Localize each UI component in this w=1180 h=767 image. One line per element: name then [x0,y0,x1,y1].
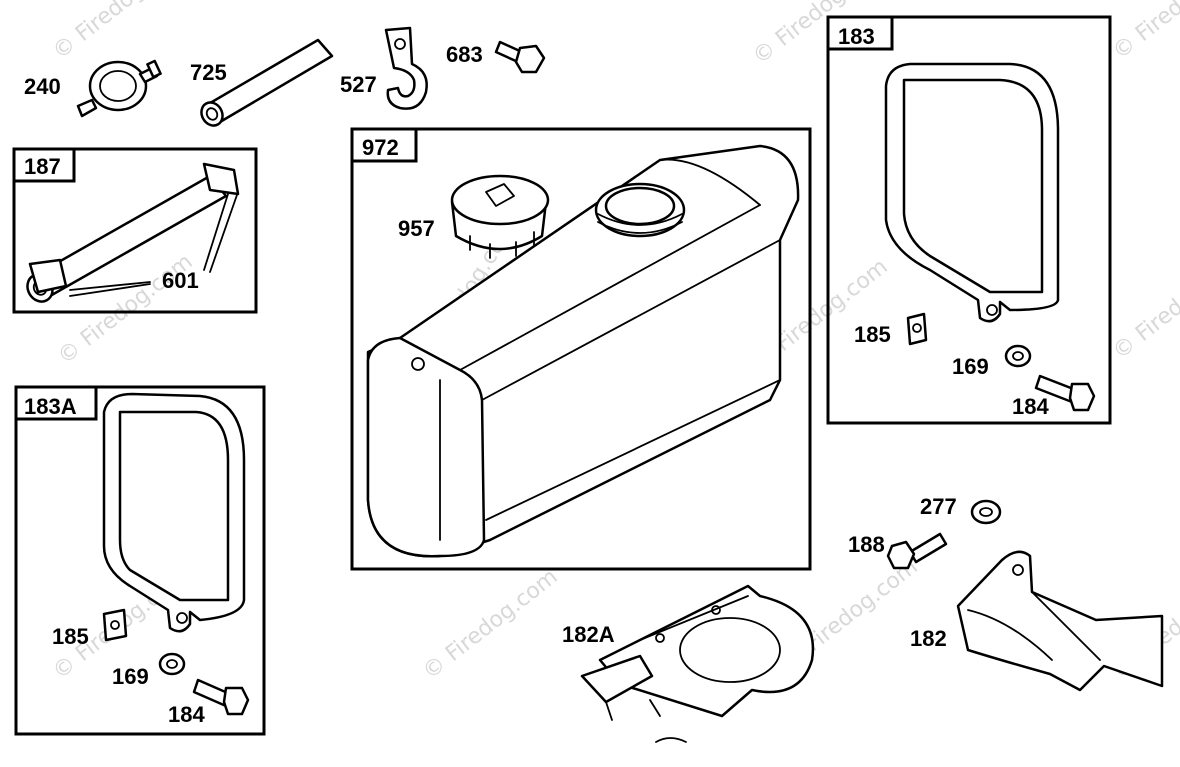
part-188-bolt [886,532,948,570]
part-725-hose [200,38,334,127]
watermark: © Firedog.com [418,564,562,684]
part-182A-bracket [580,584,815,743]
part-240-fuel-filter [76,59,162,118]
box-label-187: 187 [24,154,61,179]
label-184-right: 184 [1012,394,1049,419]
group-box-187: 187 [12,147,258,314]
label-725: 725 [190,60,227,85]
label-169-right: 169 [952,354,989,379]
label-601: 601 [162,268,199,293]
label-527: 527 [340,72,377,97]
part-277-washer [970,499,1002,525]
box-label-972: 972 [362,135,399,160]
label-240: 240 [24,74,61,99]
part-683-screw [494,40,546,74]
part-527-clamp [384,26,428,110]
label-184-left: 184 [168,702,205,727]
label-957: 957 [398,216,435,241]
part-182-bracket [956,550,1164,692]
watermark: © Firedog.com [48,0,192,65]
label-683: 683 [446,42,483,67]
label-188: 188 [848,532,885,557]
label-185-right: 185 [854,322,891,347]
watermark: © Firedog.com [1108,244,1180,364]
label-169-left: 169 [112,664,149,689]
label-182A: 182A [562,622,615,647]
group-box-183A: 183A [14,385,266,736]
group-box-183: 183 [826,15,1112,425]
group-box-972: 972 [350,127,812,571]
label-182: 182 [910,626,947,651]
label-185-left: 185 [52,624,89,649]
box-label-183A: 183A [24,394,77,419]
label-277: 277 [920,494,957,519]
box-label-183: 183 [838,24,875,49]
watermark: © Firedog.com [1108,0,1180,65]
